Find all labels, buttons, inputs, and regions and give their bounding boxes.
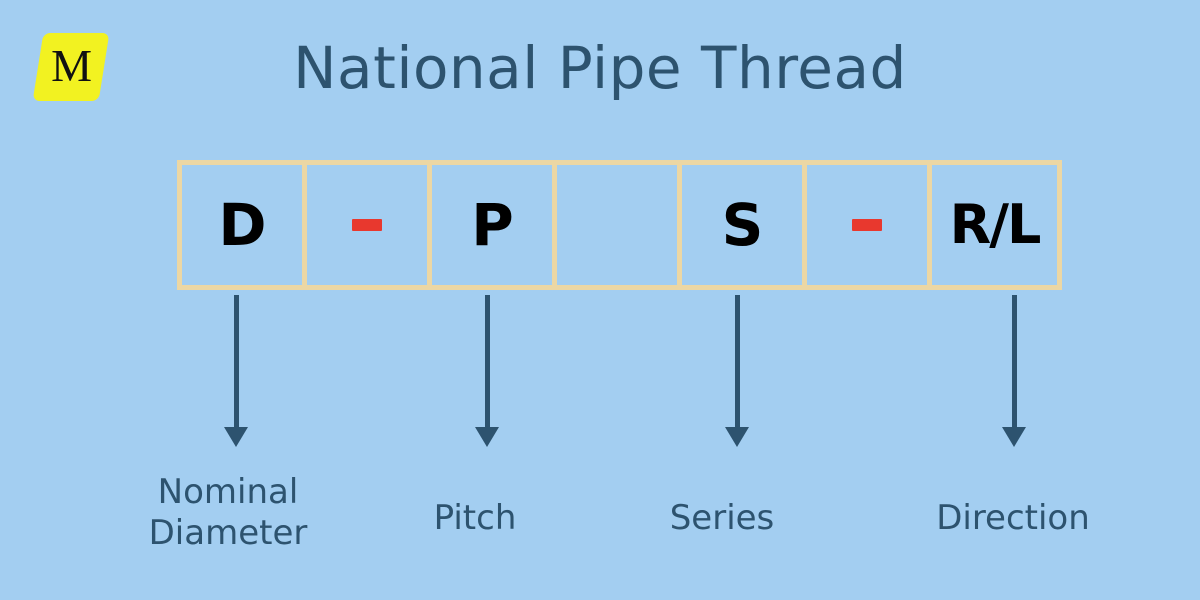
arrow-series-icon — [724, 295, 750, 447]
separator-dash-icon — [352, 219, 382, 231]
arrow-nominal-diameter-icon — [223, 295, 249, 447]
arrow-direction-icon — [1001, 295, 1027, 447]
cell-series: S — [682, 165, 807, 285]
designation-row: D P S R/L — [177, 160, 1062, 290]
callout-pitch-label: Pitch — [433, 498, 517, 538]
cell-pitch: P — [432, 165, 557, 285]
cell-series-label: S — [721, 191, 764, 259]
callout-nominal-diameter-label: Nominal Diameter — [148, 472, 308, 554]
cell-separator-1 — [307, 165, 432, 285]
callout-direction-label: Direction — [936, 498, 1090, 538]
cell-pitch-label: P — [471, 191, 514, 259]
cell-separator-2 — [807, 165, 932, 285]
page-title: National Pipe Thread — [293, 34, 907, 102]
cell-nominal-diameter: D — [182, 165, 307, 285]
cell-nominal-diameter-label: D — [218, 191, 266, 259]
arrow-pitch-icon — [474, 295, 500, 447]
cell-direction: R/L — [932, 165, 1057, 285]
callout-series-label: Series — [669, 498, 775, 538]
cell-blank — [557, 165, 682, 285]
cell-direction-label: R/L — [949, 193, 1042, 256]
separator-dash-icon — [852, 219, 882, 231]
